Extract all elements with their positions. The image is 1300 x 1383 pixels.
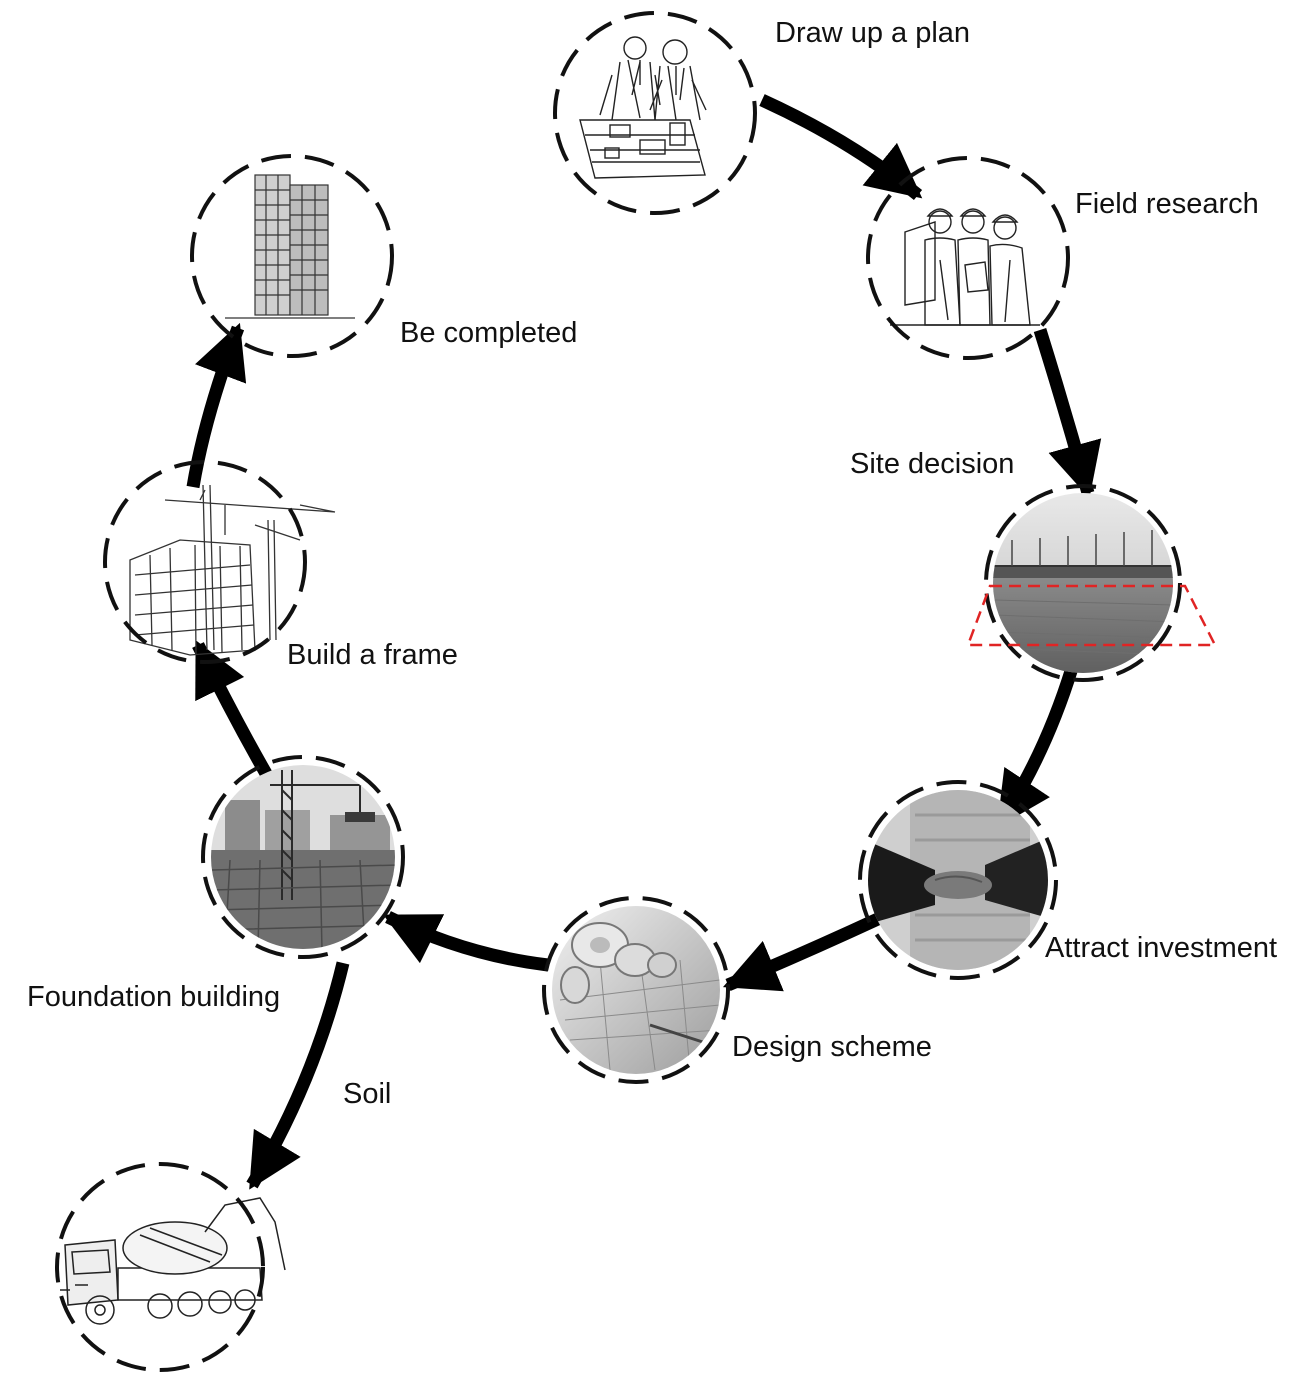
step-be-completed: Be completed: [192, 156, 577, 356]
arrow-design-to-foundation: [388, 917, 548, 965]
step-label: Design scheme: [732, 1031, 932, 1063]
arrow-investment-to-design: [728, 918, 880, 985]
step-label: Attract investment: [1045, 932, 1277, 964]
arrow-foundation-to-frame: [198, 645, 272, 784]
step-build-a-frame: Build a frame: [105, 462, 458, 671]
completed-tower-icon: [225, 175, 355, 318]
step-label: Soil: [343, 1078, 391, 1110]
planners-sketch-icon: [580, 37, 706, 178]
step-label: Draw up a plan: [775, 17, 970, 49]
step-label: Field research: [1075, 188, 1259, 220]
step-label: Site decision: [850, 448, 1014, 480]
construction-site-photo-icon: [210, 765, 400, 960]
step-label: Be completed: [400, 317, 577, 349]
step-label: Foundation building: [27, 981, 280, 1013]
step-field-research: Field research: [868, 158, 1259, 358]
arrow-research-to-site: [1040, 330, 1088, 493]
arrow-plan-to-research: [762, 100, 918, 195]
step-site-decision: Site decision: [850, 448, 1215, 687]
step-label: Build a frame: [287, 639, 458, 671]
blueprints-photo-icon: [550, 905, 725, 1080]
step-ring: [868, 158, 1068, 358]
arrow-site-to-investment: [1000, 668, 1072, 823]
handshake-photo-icon: [865, 785, 1055, 975]
step-soil: Soil: [57, 1078, 391, 1370]
step-attract-investment: Attract investment: [860, 782, 1277, 978]
surveyors-sketch-icon: [890, 209, 1040, 325]
